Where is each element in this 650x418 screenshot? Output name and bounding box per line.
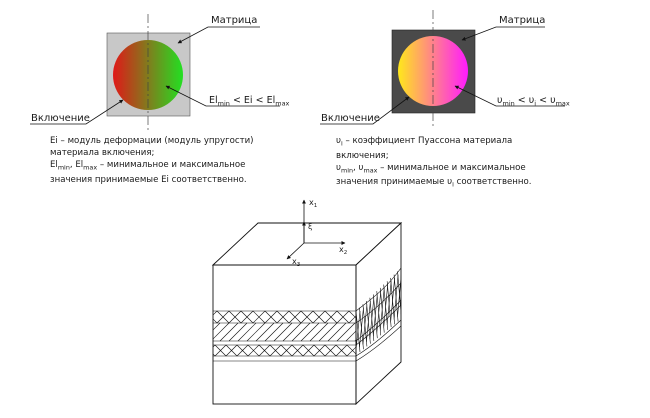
layered-block	[211, 221, 403, 406]
matrix-label: Матрица	[499, 15, 545, 26]
axis-x1-label: x1	[309, 198, 317, 209]
poisson-range-label: υmin < υi < υmax	[497, 95, 570, 108]
description-line: Ei – модуль деформации (модуль упругости…	[50, 136, 254, 146]
range-leader-line	[454, 85, 565, 107]
axis-xi-label: ξ	[308, 222, 312, 231]
inclusion-label: Включение	[31, 113, 90, 124]
description-line: значения принимаемые υi соответственно.	[336, 177, 532, 190]
description-line: υmin, υmax – минимальное и максимальное	[336, 162, 526, 175]
description-line: значения принимаемые Ei соответственно.	[50, 174, 247, 185]
left-panel: Матрица Включение Elmin < Ei < Elmax	[30, 14, 290, 132]
range-leader-line	[165, 85, 280, 107]
front-layer-bands	[213, 310, 356, 362]
inclusion-leader-line	[320, 96, 410, 125]
matrix-leader-line	[461, 26, 545, 41]
inclusion-circle	[113, 40, 183, 110]
side-layer-bands	[356, 267, 401, 362]
modulus-range-label: Elmin < Ei < Elmax	[209, 95, 290, 108]
matrix-leader-line	[177, 26, 260, 44]
description-line: материала включения;	[50, 148, 155, 158]
right-description: υi – коэффициент Пуассона материала включ…	[336, 135, 532, 191]
description-line: Elmin, Elmax – минимальное и максимально…	[50, 160, 246, 172]
block-front-face	[212, 264, 357, 405]
description-line: υi – коэффициент Пуассона материала	[336, 136, 513, 148]
axis-x3	[286, 242, 305, 260]
coordinate-axes	[286, 199, 346, 260]
matrix-label: Матрица	[211, 15, 257, 26]
axis-x3-label: x3	[292, 257, 301, 268]
left-description: Ei – модуль деформации (модуль упругости…	[50, 135, 254, 186]
inclusion-leader-line	[30, 99, 124, 125]
description-line: включения;	[336, 150, 389, 161]
inclusion-label: Включение	[321, 113, 380, 124]
axis-x2-label: x2	[339, 245, 347, 256]
inclusion-circle	[398, 36, 468, 106]
right-panel: Матрица Включение υmin < υi < υmax	[320, 10, 570, 128]
